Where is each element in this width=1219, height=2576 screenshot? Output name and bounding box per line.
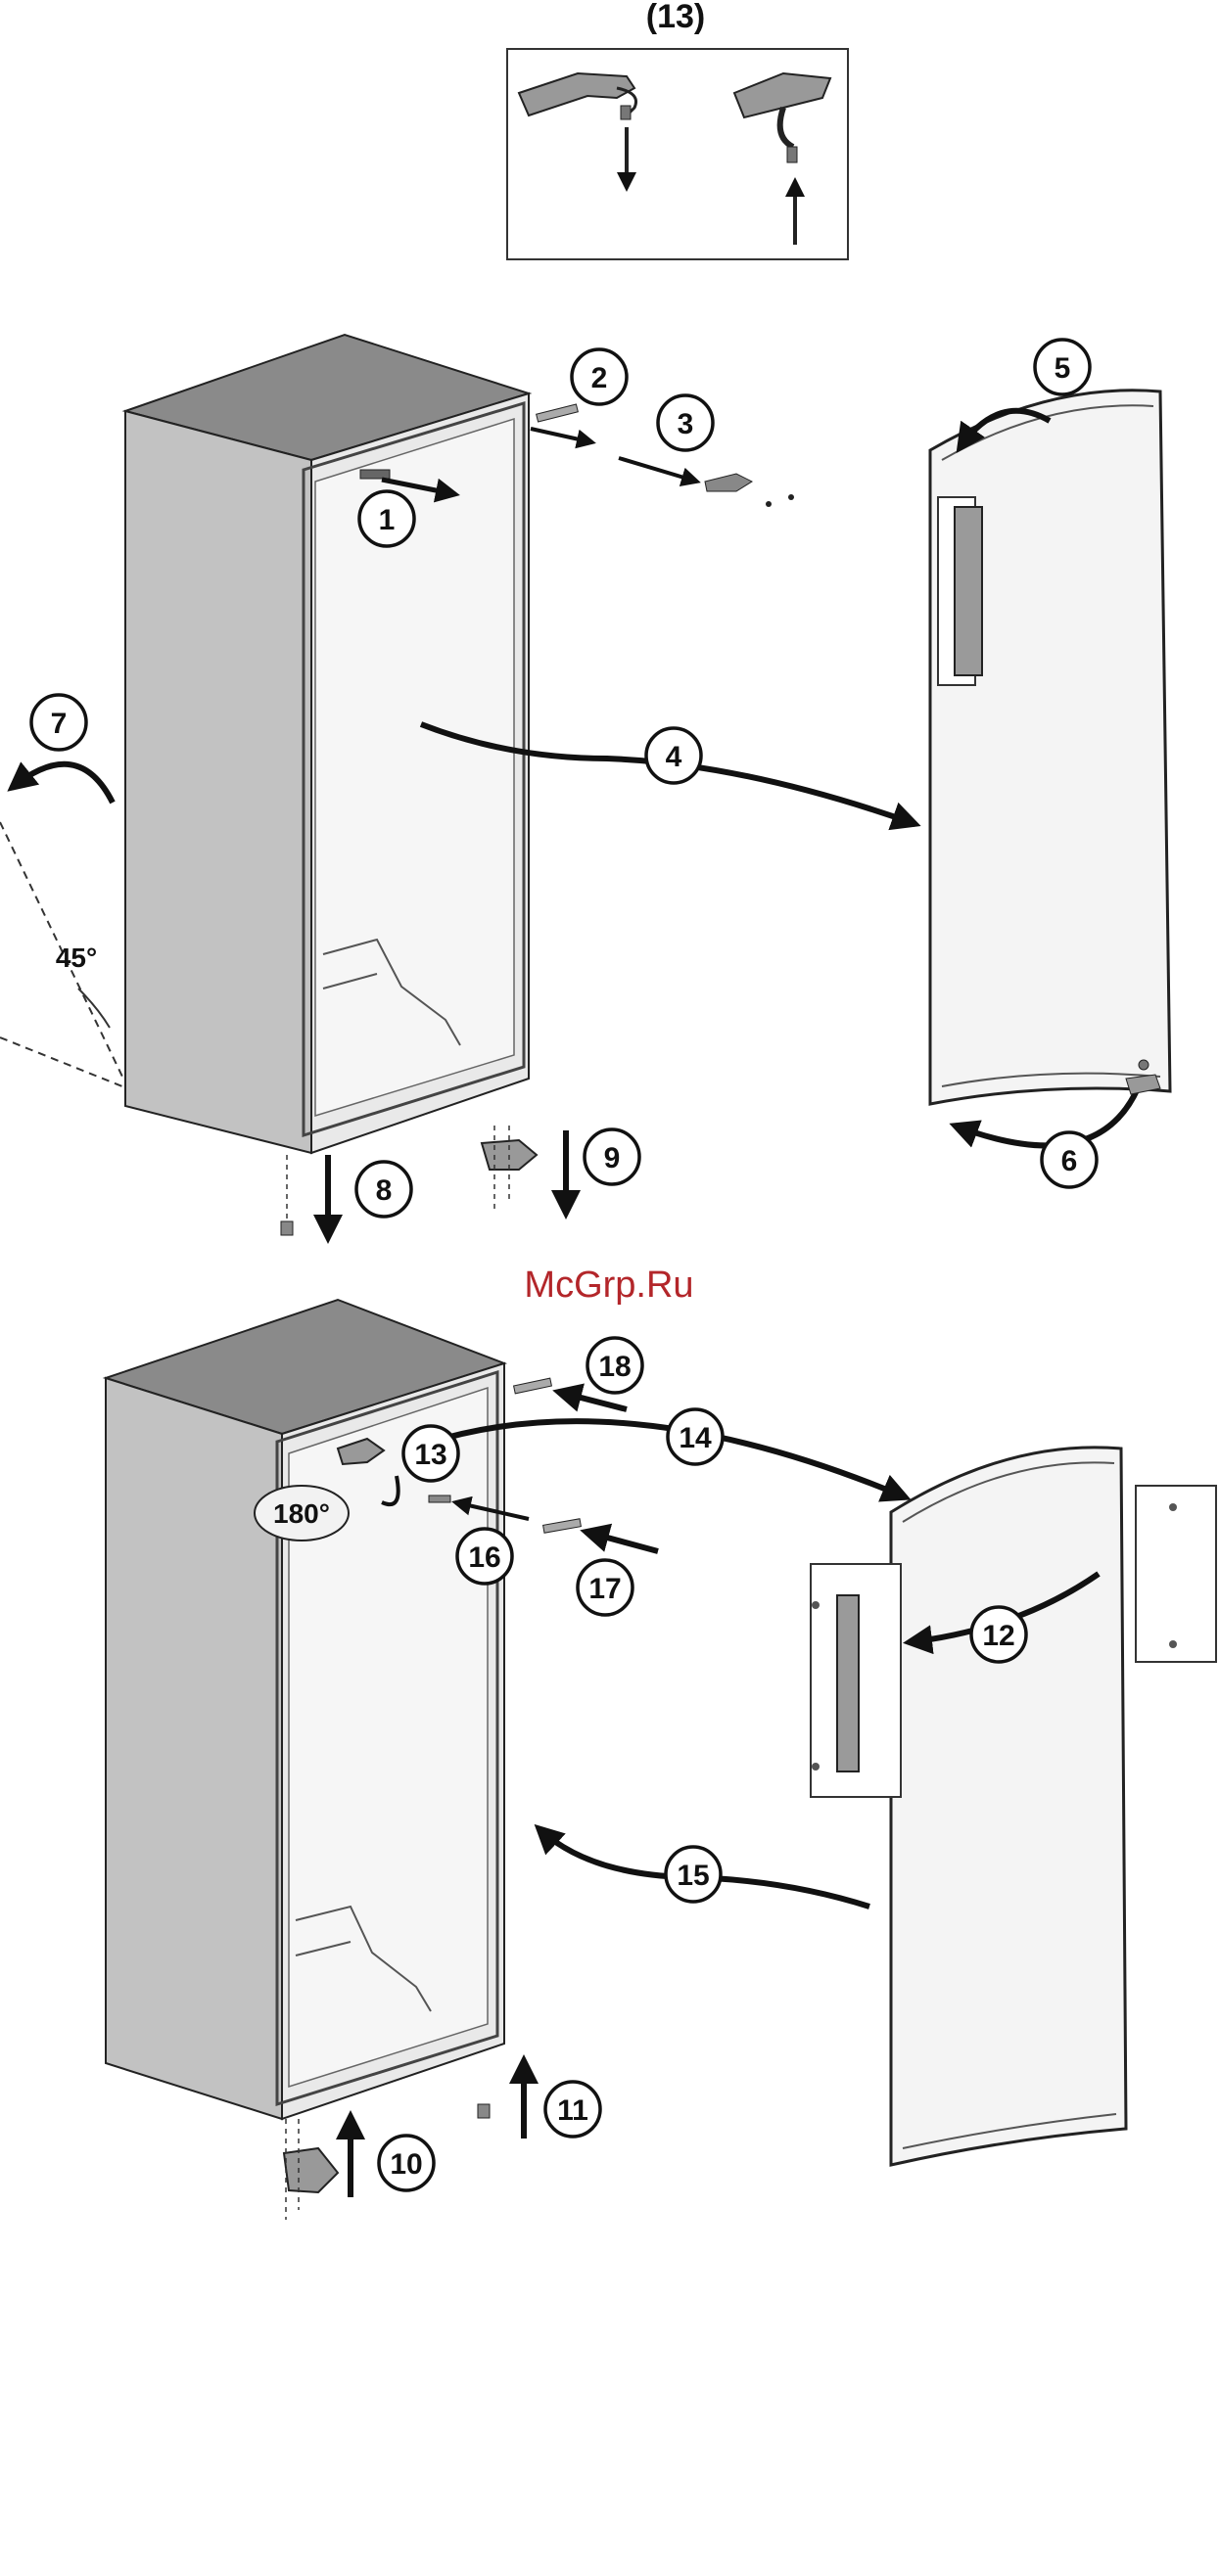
step-number: 1 <box>379 504 396 536</box>
step-callout-15: 15 <box>666 1847 721 1902</box>
step-callout-3: 3 <box>658 395 713 450</box>
door-remounted-bottom <box>811 1448 1216 2165</box>
step-callout-1: 1 <box>359 491 414 546</box>
tilt-indicator: 45° <box>0 764 122 1086</box>
step-callout-9: 9 <box>585 1129 639 1184</box>
step-number: 16 <box>468 1541 500 1574</box>
step-number: 6 <box>1061 1145 1078 1177</box>
step-number: 17 <box>588 1573 621 1605</box>
rotation-badge-label: 180° <box>273 1498 330 1529</box>
step-callout-6: 6 <box>1042 1132 1097 1187</box>
step-number: 5 <box>1055 352 1071 385</box>
step-number: 8 <box>376 1174 393 1207</box>
angle-label: 45° <box>56 943 97 973</box>
step-number: 14 <box>679 1422 712 1454</box>
step-number: 11 <box>557 2094 588 2127</box>
step-callout-14: 14 <box>668 1409 723 1464</box>
fridge-body-top <box>125 335 529 1153</box>
watermark: McGrp.Ru <box>524 1265 693 1306</box>
step-number: 10 <box>390 2148 422 2181</box>
inset-title: (13) <box>646 0 705 35</box>
step-number: 18 <box>598 1351 631 1383</box>
step-callout-16: 16 <box>457 1529 512 1584</box>
step-callout-8: 8 <box>356 1162 411 1217</box>
step-number: 4 <box>666 741 682 773</box>
door-removed-top <box>930 391 1170 1146</box>
step-callout-4: 4 <box>646 728 701 783</box>
step-number: 3 <box>678 408 694 440</box>
step-callout-12: 12 <box>971 1607 1026 1662</box>
step-number: 7 <box>51 708 68 740</box>
step-callout-2: 2 <box>572 349 627 404</box>
step-callout-5: 5 <box>1035 340 1090 394</box>
step-number: 12 <box>982 1620 1014 1652</box>
step-callout-13: 13 <box>403 1426 458 1481</box>
fridge-body-bottom <box>106 1300 504 2119</box>
step-callout-11: 11 <box>545 2082 600 2137</box>
step-number: 13 <box>414 1439 446 1471</box>
step-number: 15 <box>677 1860 709 1892</box>
step-number: 2 <box>591 362 608 394</box>
step-number: 9 <box>604 1142 621 1174</box>
step-callout-18: 18 <box>587 1338 642 1393</box>
cap-detail-box <box>1136 1486 1216 1662</box>
step-callout-10: 10 <box>379 2136 434 2190</box>
hinge-detail-inset: (13) <box>507 0 848 259</box>
step-callout-7: 7 <box>31 695 86 750</box>
step-callout-17: 17 <box>578 1560 633 1615</box>
